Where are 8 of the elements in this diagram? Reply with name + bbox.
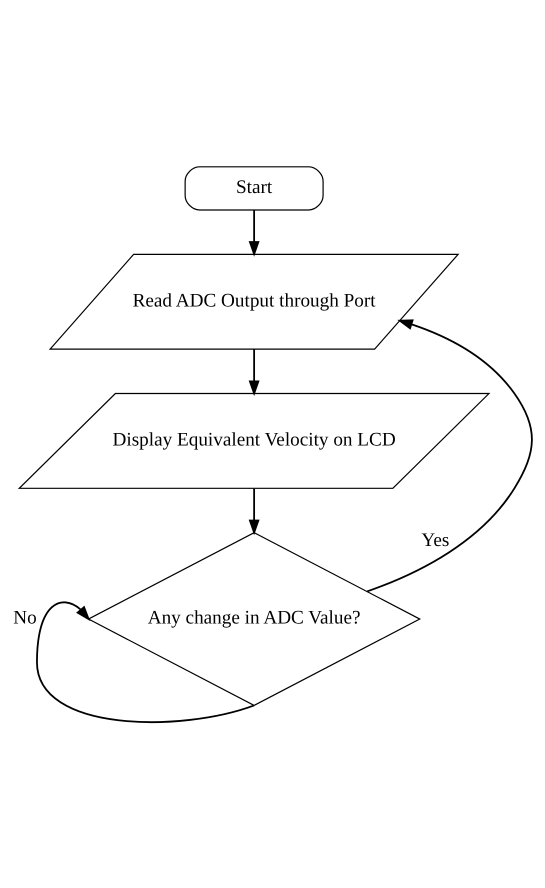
- node-diamond: Any change in ADC Value?: [87, 532, 422, 706]
- edge-label: Yes: [421, 530, 450, 551]
- node-box: Start: [184, 166, 324, 210]
- arrow: [366, 318, 533, 592]
- arrow: [248, 348, 260, 396]
- arrow: [248, 210, 260, 256]
- edge-label: No: [13, 607, 37, 628]
- arrow: [248, 488, 260, 535]
